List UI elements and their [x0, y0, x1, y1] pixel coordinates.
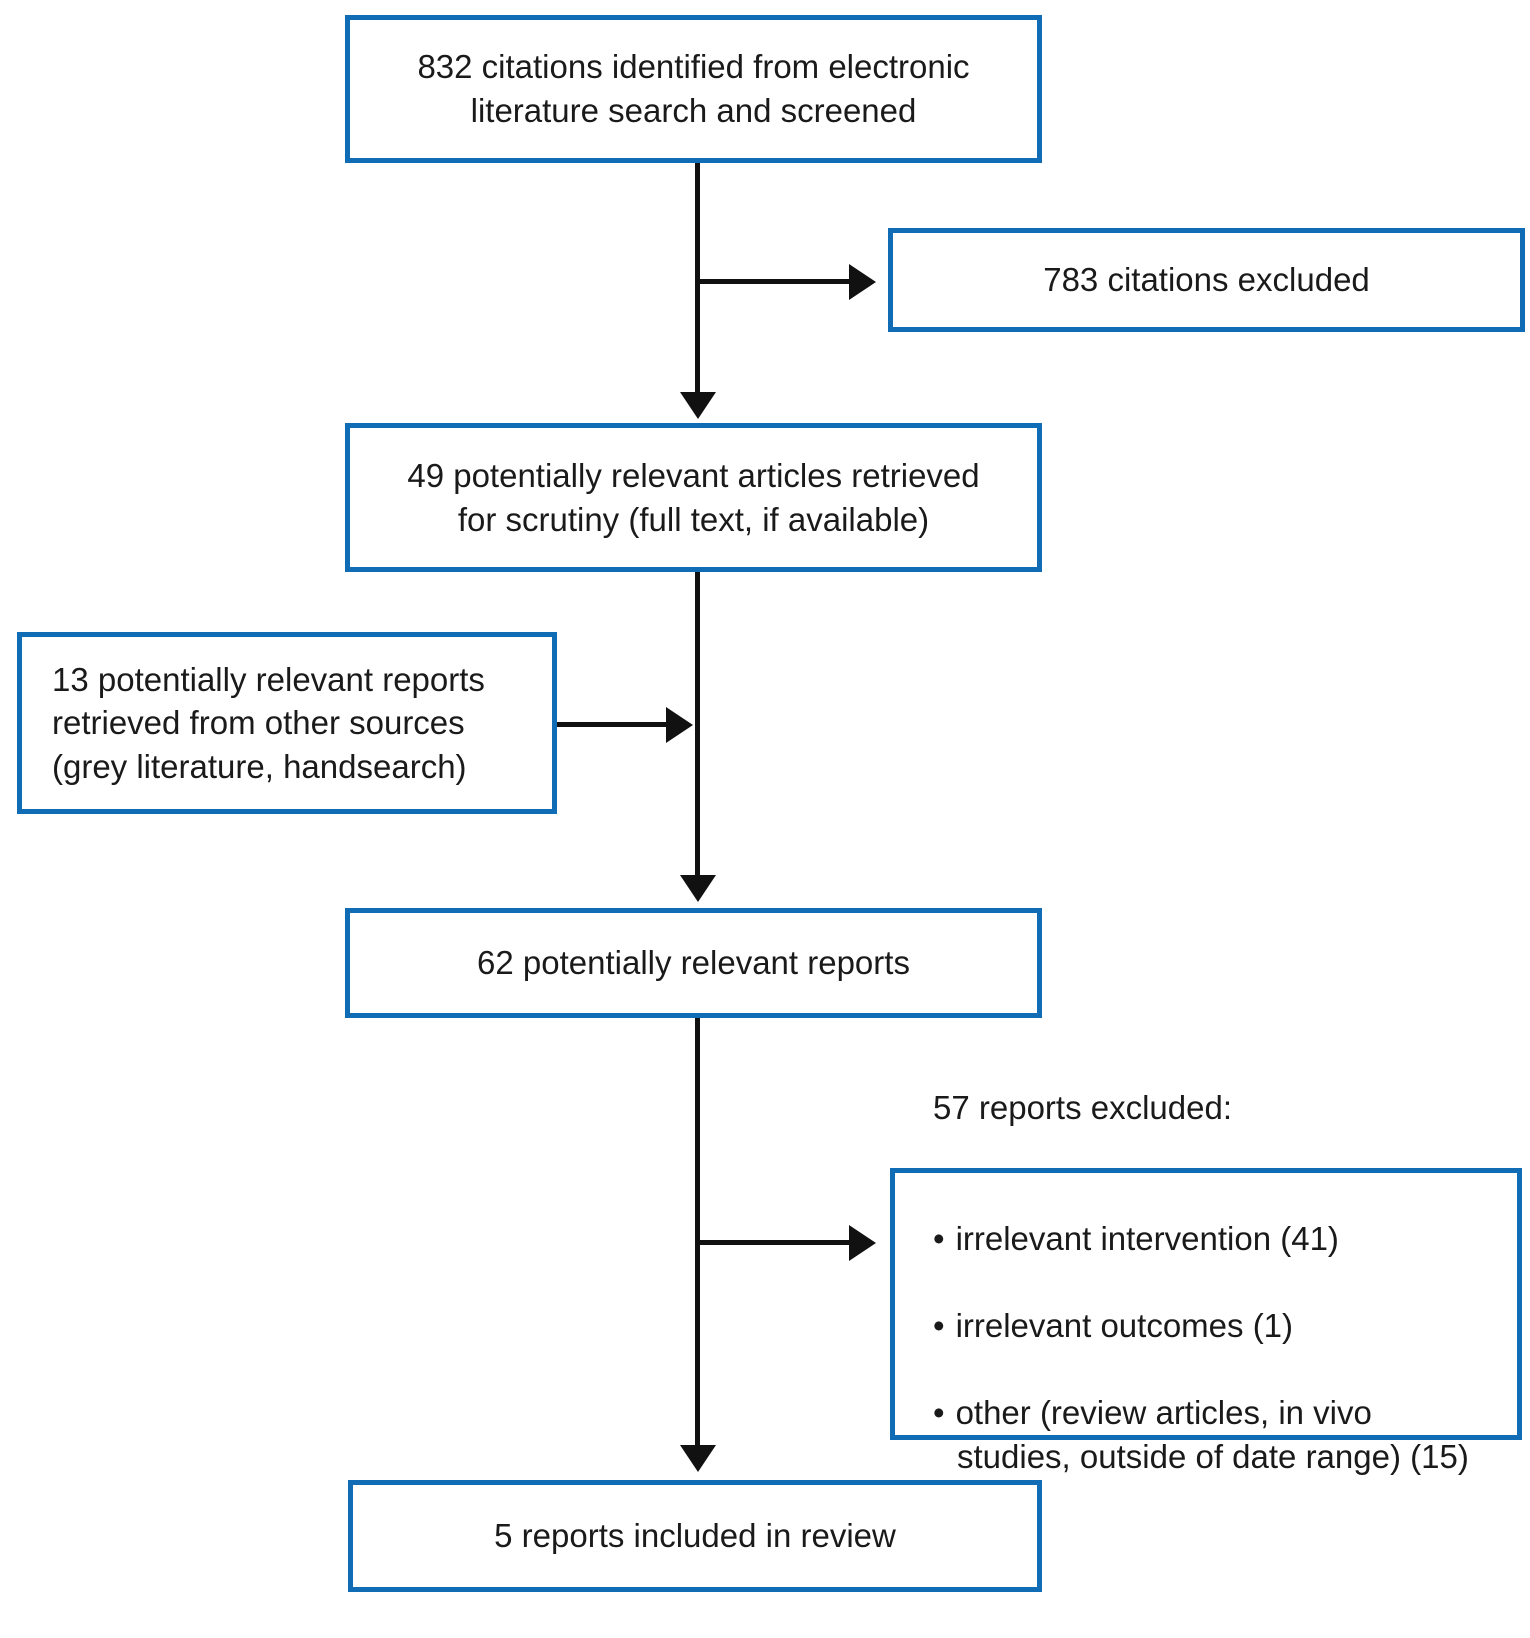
reports-excluded-title: 57 reports excluded:	[933, 1089, 1233, 1127]
connector-combined-to-included	[695, 1018, 700, 1448]
box-citations-identified: 832 citations identified from electronic…	[345, 15, 1042, 163]
arrowhead-down-icon	[680, 1445, 716, 1472]
excluded-reason-item: other (review articles, in vivo studies,…	[933, 1391, 1493, 1478]
connector-to-excluded-reports	[697, 1240, 849, 1245]
excluded-reason-item: irrelevant intervention (41)	[933, 1217, 1493, 1261]
reports-excluded-list: irrelevant intervention (41) irrelevant …	[933, 1173, 1493, 1521]
connector-to-excluded-citations	[697, 279, 849, 284]
arrowhead-right-icon	[666, 707, 693, 743]
box-reports-excluded: 57 reports excluded: irrelevant interven…	[890, 1089, 1522, 1475]
box-citations-excluded: 783 citations excluded	[888, 228, 1525, 332]
connector-retrieved-to-combined	[695, 572, 700, 878]
box-combined-reports: 62 potentially relevant reports	[345, 908, 1042, 1018]
arrowhead-right-icon	[849, 1225, 876, 1261]
arrowhead-down-icon	[680, 392, 716, 419]
arrowhead-down-icon	[680, 875, 716, 902]
excluded-reason-item: irrelevant outcomes (1)	[933, 1304, 1493, 1348]
connector-other-sources-to-combined	[557, 722, 667, 727]
reports-excluded-content: 57 reports excluded: irrelevant interven…	[933, 1043, 1493, 1566]
arrowhead-right-icon	[849, 264, 876, 300]
box-articles-retrieved: 49 potentially relevant articles retriev…	[345, 423, 1042, 572]
box-other-sources: 13 potentially relevant reports retrieve…	[17, 632, 557, 814]
box-reports-included: 5 reports included in review	[348, 1480, 1042, 1592]
